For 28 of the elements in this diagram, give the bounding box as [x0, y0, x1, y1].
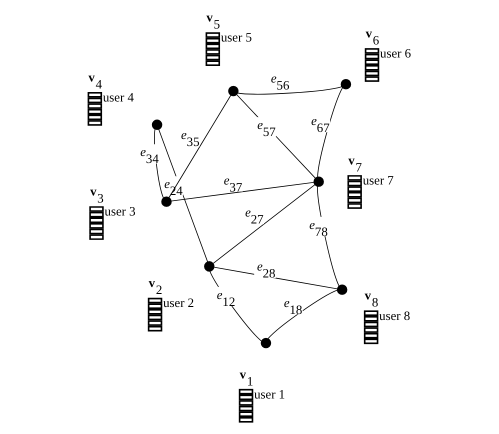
connector	[168, 94, 232, 198]
connector	[317, 186, 340, 286]
node-circle	[336, 284, 348, 295]
node-circle	[228, 86, 239, 96]
connector	[171, 182, 314, 202]
connector	[236, 94, 316, 178]
node-label: user 4	[102, 90, 134, 105]
node-label: user 1	[254, 387, 286, 402]
connector	[210, 270, 262, 342]
node-circle	[313, 176, 324, 187]
connector	[268, 290, 338, 339]
connector	[158, 128, 208, 262]
node-label: user 5	[220, 30, 252, 45]
connector	[214, 266, 338, 290]
node-circle	[161, 196, 172, 207]
node-label: user 6	[380, 46, 412, 61]
connector	[212, 184, 316, 264]
node-circle	[340, 78, 352, 90]
node-label: user 3	[104, 204, 136, 219]
connector	[237, 86, 342, 95]
node-circle	[152, 120, 162, 130]
node-label: user 8	[379, 308, 410, 323]
connector	[154, 128, 164, 198]
node-label: user 2	[163, 296, 194, 310]
node-circle	[204, 261, 214, 272]
node-circle	[260, 338, 272, 348]
connector	[317, 87, 343, 178]
node-label: user 7	[362, 174, 394, 188]
